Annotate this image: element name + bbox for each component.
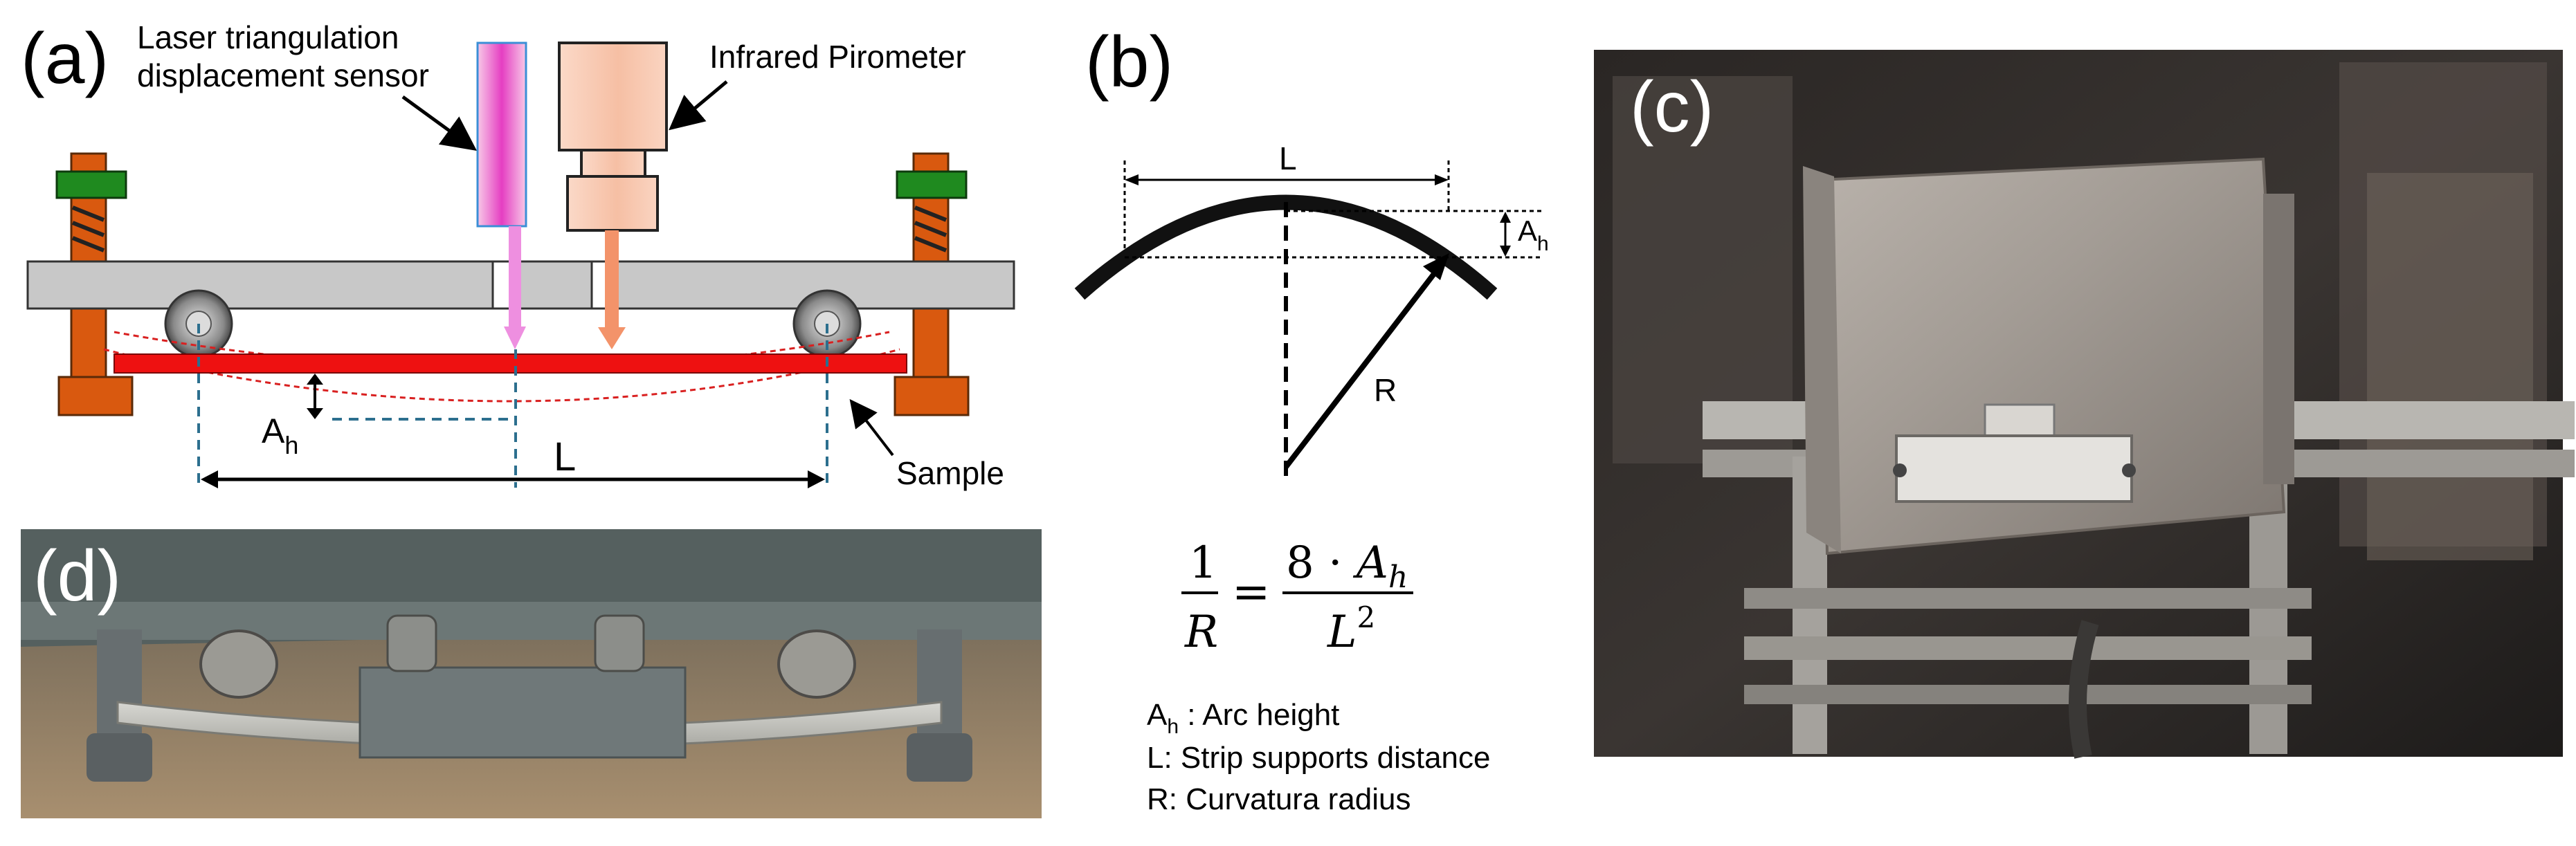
pyrometer-label: Infrared Pirometer xyxy=(709,39,966,75)
panel-a: (a) Laser triangulation displacement sen… xyxy=(21,19,1015,491)
laser-sensor-body xyxy=(476,42,527,228)
legend-l: L: Strip supports distance xyxy=(1147,741,1491,775)
panel-b-letter: (b) xyxy=(1085,22,1173,102)
pyrometer-pointer-arrow xyxy=(669,80,728,131)
sensor-pointer-arrow xyxy=(401,95,478,151)
left-nut xyxy=(55,170,127,199)
laser-beam-tip xyxy=(504,327,526,349)
sensor-label-line2: displacement sensor xyxy=(137,57,429,93)
right-nut xyxy=(896,170,968,199)
panel-c-letter: (c) xyxy=(1630,67,1714,147)
b-ah-label: Ah xyxy=(1518,214,1549,255)
length-label: L xyxy=(554,434,576,479)
panel-b: (b) L Ah R 1 R = 8 · Ah L2 xyxy=(1074,22,1549,816)
panel-a-letter: (a) xyxy=(21,19,109,99)
formula-rhs-den: L2 xyxy=(1327,600,1375,658)
sample-strip xyxy=(114,353,907,374)
curvature-formula: 1 R = 8 · Ah L2 xyxy=(1181,537,1413,658)
panel-d-photo: (d) xyxy=(21,529,1042,818)
formula-equals: = xyxy=(1232,565,1270,618)
pyrometer-neck xyxy=(580,149,646,178)
right-support-foot xyxy=(894,376,970,416)
pyrometer-head xyxy=(558,42,668,151)
formula-lhs-num: 1 xyxy=(1189,537,1217,589)
radius-arrow xyxy=(1283,266,1441,469)
formula-lhs-den: R xyxy=(1184,607,1218,658)
laser-beam xyxy=(509,226,521,327)
legend-ah: Ah : Arc height xyxy=(1147,698,1339,738)
sample-label: Sample xyxy=(896,455,1004,491)
sample-deflection-outline-1 xyxy=(103,348,900,403)
panel-d-letter: (d) xyxy=(33,536,121,616)
left-support-foot xyxy=(57,376,134,416)
pyrometer-beam xyxy=(605,230,619,327)
pyrometer-lens xyxy=(566,175,659,232)
sample-pointer-arrow xyxy=(849,398,894,457)
radius-label: R xyxy=(1374,372,1397,408)
panel-c-photo: (c) xyxy=(1594,50,2575,759)
left-support xyxy=(55,152,134,416)
ah-label: Ah xyxy=(262,412,298,459)
sample-deflection-outline-2 xyxy=(114,331,890,369)
formula-rhs-num: 8 · Ah xyxy=(1286,537,1408,595)
b-length-label: L xyxy=(1279,140,1297,176)
legend-r: R: Curvatura radius xyxy=(1147,782,1411,816)
pyrometer-beam-tip xyxy=(598,327,626,349)
sensor-label-line1: Laser triangulation xyxy=(137,19,399,55)
